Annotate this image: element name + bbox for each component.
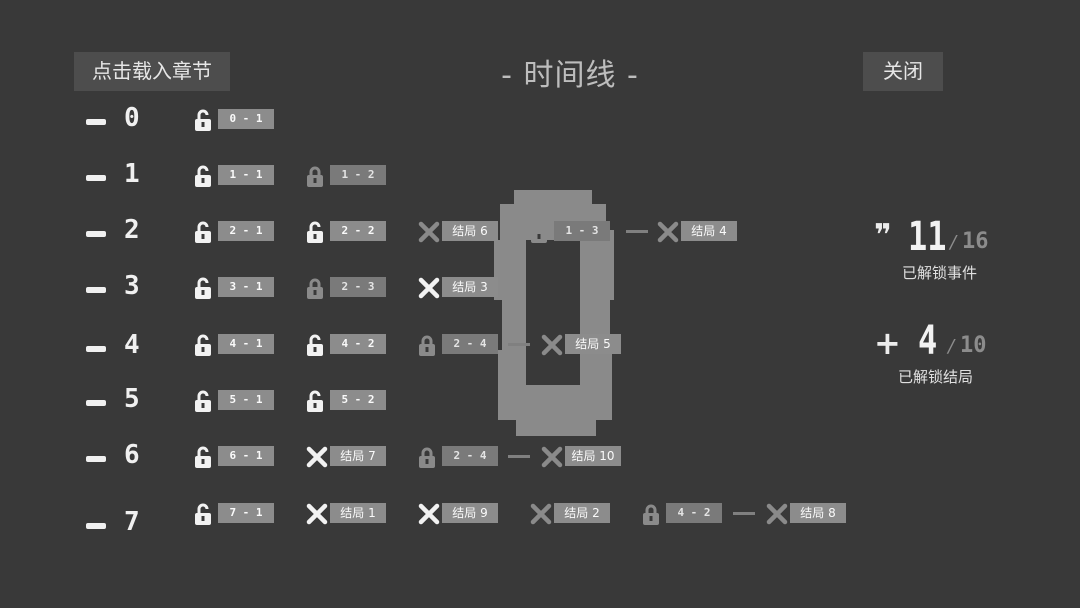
node-tag: 5 - 1 (218, 390, 274, 410)
load-chapter-button[interactable]: 点击载入章节 (74, 52, 230, 91)
cross-icon (657, 221, 679, 243)
node-tag: 1 - 1 (218, 165, 274, 185)
node-tag: 2 - 4 (442, 446, 498, 466)
cross-icon (418, 503, 440, 525)
row-number: 4 (124, 330, 140, 360)
row-label-5: 5 (86, 384, 146, 419)
cross-icon (766, 503, 788, 525)
node-tag: 1 - 3 (554, 221, 610, 241)
locked-icon (306, 165, 326, 187)
row-dash (86, 523, 106, 529)
row-dash (86, 175, 106, 181)
endings-unlocked-count: 4 (918, 318, 938, 364)
node-tag: 结局 2 (554, 503, 610, 523)
unlocked-icon (194, 277, 214, 299)
node-tag: 结局 4 (681, 221, 737, 241)
node-tag: 2 - 1 (218, 221, 274, 241)
cross-icon (418, 221, 440, 243)
events-caption: 已解锁事件 (902, 264, 978, 282)
locked-icon (418, 334, 438, 356)
connector-line (508, 455, 530, 458)
node-tag: 结局 10 (565, 446, 621, 466)
cross-icon (541, 334, 563, 356)
plus-icon: + (874, 324, 901, 362)
node-tag: 结局 3 (442, 277, 498, 297)
node-tag: 2 - 3 (330, 277, 386, 297)
endings-caption: 已解锁结局 (898, 368, 974, 386)
unlocked-icon (194, 334, 214, 356)
node-tag: 5 - 2 (330, 390, 386, 410)
cross-icon (418, 277, 440, 299)
events-total: 16 (962, 229, 989, 254)
events-unlocked-count: 11 (908, 214, 947, 260)
node-tag: 4 - 2 (330, 334, 386, 354)
events-separator: / (950, 232, 957, 253)
node-tag: 结局 9 (442, 503, 498, 523)
locked-icon (642, 503, 662, 525)
node-tag: 结局 6 (442, 221, 498, 241)
row-number: 6 (124, 440, 140, 470)
cross-icon (541, 446, 563, 468)
node-tag: 2 - 4 (442, 334, 498, 354)
row-number: 0 (124, 103, 140, 133)
row-label-6: 6 (86, 440, 146, 475)
row-dash (86, 456, 106, 462)
node-tag: 3 - 1 (218, 277, 274, 297)
loading-zero-graphic (494, 190, 614, 436)
node-tag: 4 - 2 (666, 503, 722, 523)
quote-icon: ❞ (874, 218, 892, 253)
unlocked-icon (194, 503, 214, 525)
unlocked-icon (194, 446, 214, 468)
row-dash (86, 231, 106, 237)
connector-line (733, 512, 755, 515)
cross-icon (306, 446, 328, 468)
row-label-2: 2 (86, 215, 146, 250)
connector-line (508, 343, 530, 346)
connector-line (626, 230, 648, 233)
unlocked-icon (306, 221, 326, 243)
unlocked-icon (306, 334, 326, 356)
row-dash (86, 119, 106, 125)
unlocked-icon (194, 109, 214, 131)
node-tag: 0 - 1 (218, 109, 274, 129)
node-tag: 结局 5 (565, 334, 621, 354)
node-tag: 7 - 1 (218, 503, 274, 523)
row-number: 5 (124, 384, 140, 414)
locked-icon (418, 446, 438, 468)
row-number: 1 (124, 159, 140, 189)
unlocked-icon (306, 390, 326, 412)
endings-separator: / (948, 336, 955, 357)
node-tag: 结局 8 (790, 503, 846, 523)
unlocked-icon (194, 221, 214, 243)
close-button[interactable]: 关闭 (863, 52, 943, 91)
node-tag: 结局 1 (330, 503, 386, 523)
row-label-3: 3 (86, 271, 146, 306)
locked-icon (530, 221, 550, 243)
node-tag: 6 - 1 (218, 446, 274, 466)
row-label-7: 7 (86, 507, 146, 542)
node-tag: 2 - 2 (330, 221, 386, 241)
row-number: 3 (124, 271, 140, 301)
unlocked-icon (194, 165, 214, 187)
row-label-4: 4 (86, 330, 146, 365)
row-label-1: 1 (86, 159, 146, 194)
row-dash (86, 400, 106, 406)
cross-icon (306, 503, 328, 525)
row-number: 7 (124, 507, 140, 537)
page-title: - 时间线 - (501, 58, 639, 93)
row-dash (86, 287, 106, 293)
row-label-0: 0 (86, 103, 146, 138)
row-dash (86, 346, 106, 352)
row-number: 2 (124, 215, 140, 245)
node-tag: 1 - 2 (330, 165, 386, 185)
unlocked-icon (194, 390, 214, 412)
locked-icon (306, 277, 326, 299)
endings-total: 10 (960, 333, 987, 358)
node-tag: 4 - 1 (218, 334, 274, 354)
node-tag: 结局 7 (330, 446, 386, 466)
cross-icon (530, 503, 552, 525)
